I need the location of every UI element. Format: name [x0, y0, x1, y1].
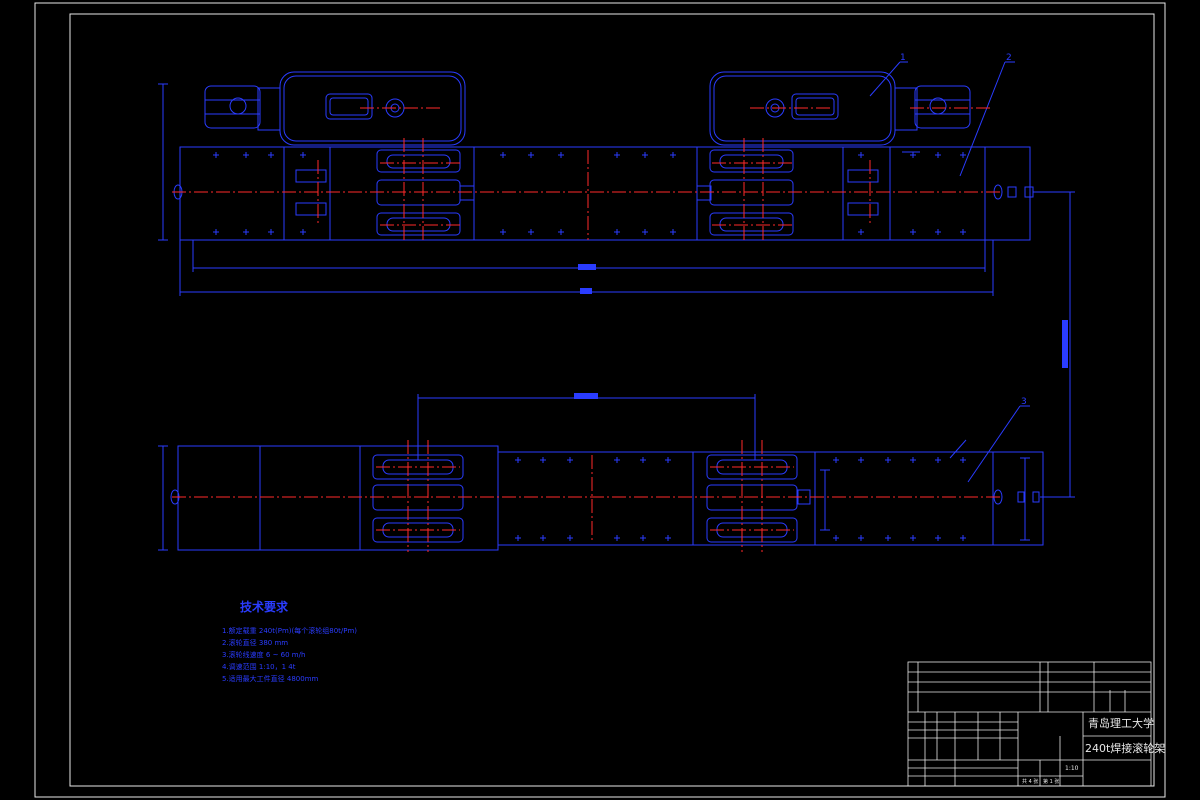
base-frame-right: [497, 451, 1044, 546]
sheet-total: 共 4 张: [1022, 778, 1038, 785]
tech-item-4: 4.调速范围 1:10，1 4t: [222, 662, 296, 671]
tech-item-2: 2.滚轮直径 380 mm: [222, 638, 288, 647]
drawing-title: 240t焊接滚轮架: [1085, 741, 1165, 755]
top-view-bolts: [213, 152, 966, 235]
top-view: [158, 61, 1075, 498]
right-drive-unit: [709, 71, 971, 146]
left-roller-group-bottom: [372, 454, 464, 543]
tech-requirements: 技术要求 1.额定载重 240t(Pm)(每个滚轮组80t/Pm) 2.滚轮直径…: [222, 599, 357, 683]
callout-2: 2: [1006, 53, 1012, 63]
top-view-centerlines: [172, 107, 1000, 242]
sheet-number: 第 1 张: [1043, 778, 1059, 785]
callout-3: 3: [1021, 397, 1027, 407]
tech-heading: 技术要求: [240, 599, 289, 614]
bottom-view-bolts: [515, 457, 966, 541]
university-name: 青岛理工大学: [1088, 716, 1154, 730]
bottom-view-centerlines: [172, 440, 1000, 552]
left-drive-unit: [204, 71, 466, 146]
tech-item-3: 3.滚轮线速度 6 ~ 60 m/h: [222, 650, 305, 659]
bottom-view: [158, 393, 1044, 551]
inner-border: [69, 13, 1155, 787]
base-frame-top: [179, 146, 1031, 241]
tech-item-1: 1.额定载重 240t(Pm)(每个滚轮组80t/Pm): [222, 626, 357, 635]
tech-item-5: 5.适用最大工件直径 4800mm: [222, 674, 319, 683]
base-frame-left: [177, 445, 499, 551]
callout-1: 1: [900, 53, 906, 63]
right-roller-group-bottom: [706, 454, 811, 543]
title-block: [907, 661, 1152, 787]
outer-border: [34, 2, 1166, 798]
scale-value: 1:10: [1065, 765, 1079, 772]
